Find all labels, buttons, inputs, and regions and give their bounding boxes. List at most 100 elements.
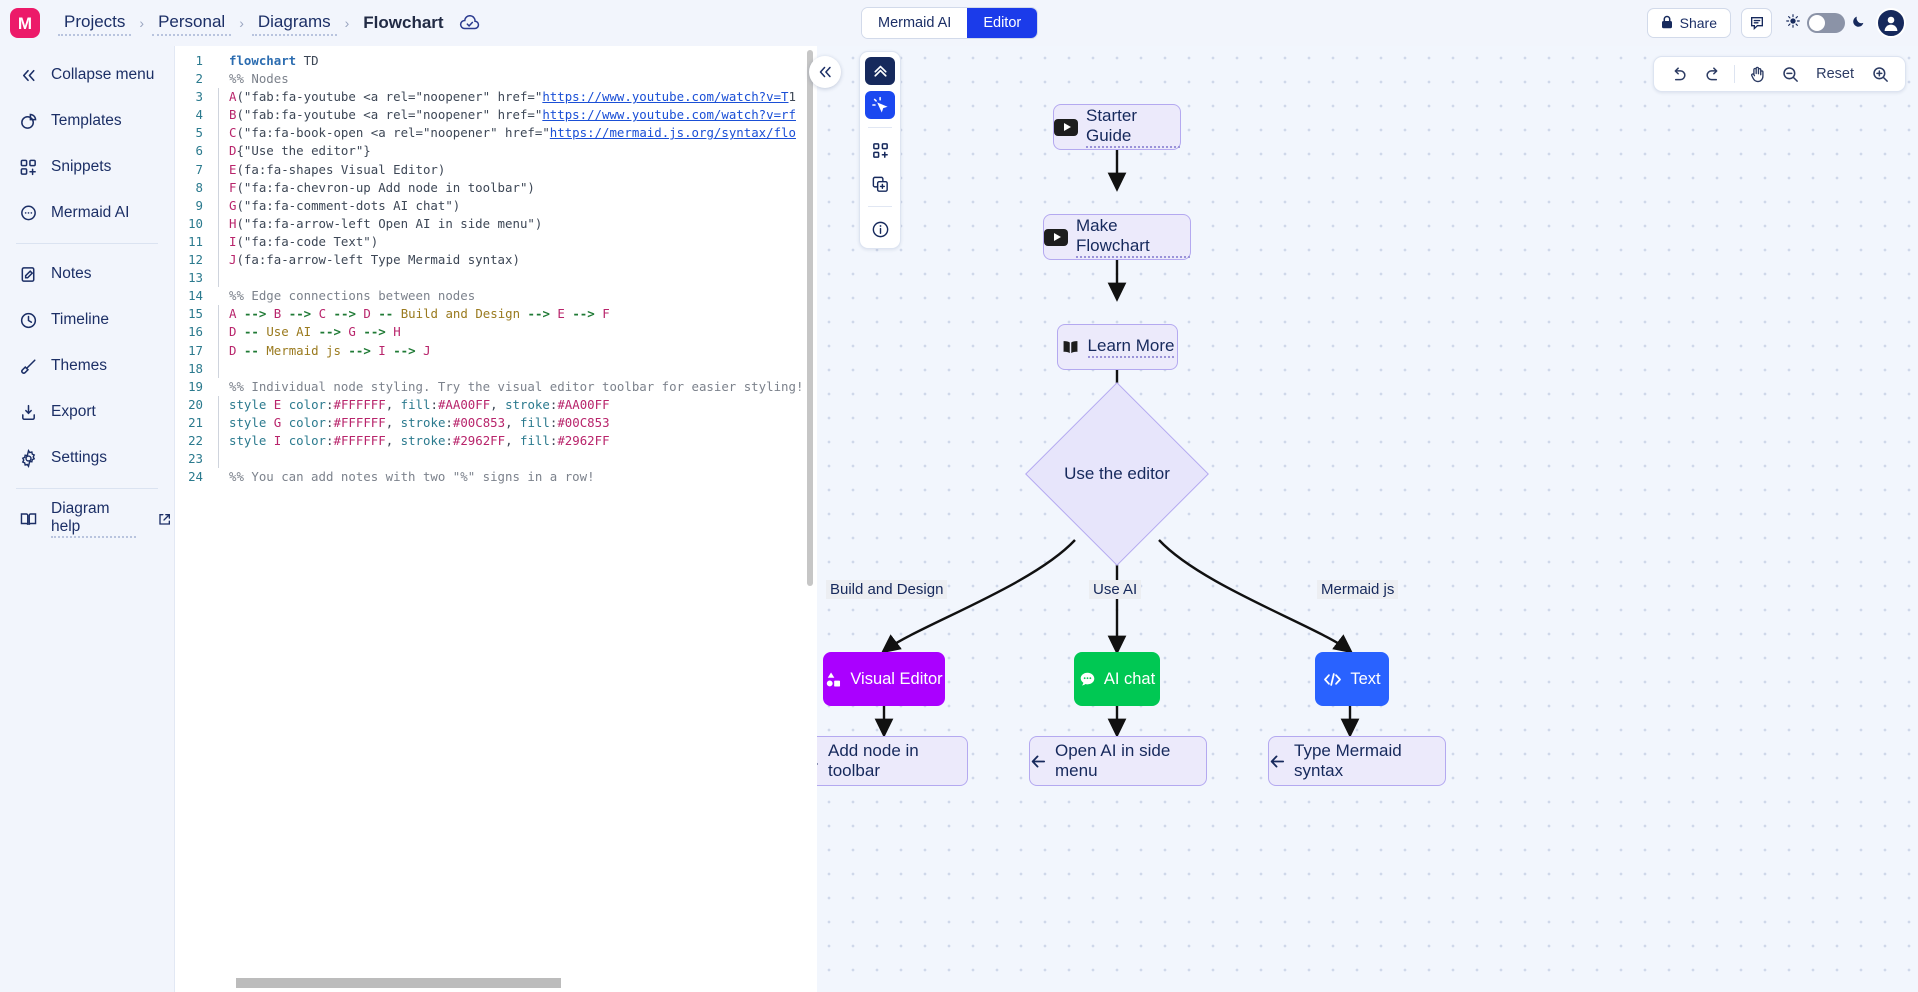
sidebar-item-snippets[interactable]: Snippets <box>0 144 174 190</box>
indent-guide <box>212 468 229 486</box>
sidebar-label: Settings <box>51 449 108 466</box>
code-line[interactable]: 23 <box>176 450 816 469</box>
code-text: style I color:#FFFFFF, stroke:#2962FF, f… <box>229 432 610 448</box>
zoom-reset-button[interactable]: Reset <box>1816 66 1854 82</box>
tab-mermaid-ai[interactable]: Mermaid AI <box>862 8 968 38</box>
edge-label-mermaid-js: Mermaid js <box>1317 580 1399 599</box>
code-text: A("fab:fa-youtube <a rel="noopener" href… <box>229 89 796 105</box>
code-line[interactable]: 14%% Edge connections between nodes <box>176 287 816 305</box>
line-number: 24 <box>188 469 203 485</box>
sidebar-item-timeline[interactable]: Timeline <box>0 297 174 343</box>
indent-guide <box>212 196 229 215</box>
toolbar-divider <box>868 127 892 128</box>
comment-icon[interactable] <box>1741 8 1772 38</box>
node-open-ai-in-side-menu[interactable]: Open AI in side menu <box>1029 736 1207 786</box>
arrow-left-icon <box>1030 753 1047 770</box>
line-number: 1 <box>195 53 203 68</box>
code-text: A --> B --> C --> D -- Build and Design … <box>229 306 610 322</box>
sidebar-item-themes[interactable]: Themes <box>0 343 174 389</box>
code-text: %% Nodes <box>229 71 289 87</box>
sidebar-item-notes[interactable]: Notes <box>0 251 174 297</box>
app-logo[interactable]: M <box>10 8 40 38</box>
sidebar-label: Themes <box>51 357 107 374</box>
code-text: B("fab:fa-youtube <a rel="noopener" href… <box>229 107 796 123</box>
indent-guide <box>212 251 229 270</box>
node-type-mermaid-syntax[interactable]: Type Mermaid syntax <box>1268 736 1446 786</box>
code-line[interactable]: 18 <box>176 359 816 378</box>
sidebar-item-mermaid-ai[interactable]: Mermaid AI <box>0 190 174 236</box>
node-starter-guide[interactable]: Starter Guide <box>1053 104 1181 150</box>
sidebar-item-export[interactable]: Export <box>0 389 174 435</box>
breadcrumb-diagrams[interactable]: Diagrams <box>251 10 337 36</box>
editor-horizontal-scrollbar[interactable] <box>236 978 561 988</box>
share-label: Share <box>1679 15 1717 31</box>
chevron-up-icon[interactable] <box>865 57 895 85</box>
sidebar-item-diagram-help[interactable]: Diagram help <box>0 496 174 542</box>
indent-guide <box>212 305 229 324</box>
arrow-left-icon <box>1269 753 1286 770</box>
redo-icon[interactable] <box>1697 60 1727 88</box>
node-add-node-in-toolbar[interactable]: Add node in toolbar <box>817 736 968 786</box>
info-icon[interactable] <box>865 215 895 243</box>
undo-icon[interactable] <box>1664 60 1694 88</box>
theme-toggle-group <box>1786 13 1866 33</box>
node-ai-chat[interactable]: AI chat <box>1074 652 1160 706</box>
node-visual-editor[interactable]: Visual Editor <box>823 652 945 706</box>
breadcrumb-projects[interactable]: Projects <box>58 10 132 36</box>
editor-collapse-handle[interactable] <box>809 56 841 88</box>
code-text: style E color:#FFFFFF, fill:#AA00FF, str… <box>229 396 610 412</box>
node-learn-more[interactable]: Learn More <box>1057 324 1178 370</box>
hand-pan-icon[interactable] <box>1742 60 1772 88</box>
dark-mode-switch[interactable] <box>1807 13 1845 33</box>
breadcrumb-personal[interactable]: Personal <box>152 10 232 36</box>
code-text: style G color:#FFFFFF, stroke:#00C853, f… <box>229 414 610 430</box>
node-text[interactable]: Text <box>1315 652 1389 706</box>
diagram-canvas[interactable]: Reset Starter Guide Make Flowcha <box>817 46 1918 992</box>
zoom-out-icon[interactable] <box>1775 60 1805 88</box>
snippets-add-icon[interactable] <box>865 136 895 164</box>
sidebar-item-templates[interactable]: Templates <box>0 98 174 144</box>
user-avatar-icon[interactable] <box>1876 8 1906 38</box>
moon-icon <box>1852 14 1866 33</box>
code-line[interactable]: 13 <box>176 269 816 288</box>
code-line[interactable]: 19%% Individual node styling. Try the vi… <box>176 378 816 396</box>
node-use-the-editor[interactable] <box>1025 382 1209 566</box>
indent-guide <box>212 359 229 378</box>
code-line[interactable]: 24 %% You can add notes with two "%" sign… <box>176 468 816 486</box>
node-label: Type Mermaid syntax <box>1294 741 1402 780</box>
sidebar-item-collapse-menu[interactable]: Collapse menu <box>0 52 174 98</box>
code-line[interactable]: 2%% Nodes <box>176 70 816 88</box>
share-button[interactable]: Share <box>1646 8 1731 38</box>
cursor-click-icon[interactable] <box>865 91 895 119</box>
zoom-in-icon[interactable] <box>1865 60 1895 88</box>
line-number: 10 <box>188 215 203 231</box>
code-text: %% You can add notes with two "%" signs … <box>229 469 595 485</box>
line-number: 17 <box>188 342 203 358</box>
code-text: %% Edge connections between nodes <box>229 288 476 304</box>
line-number: 7 <box>195 161 203 177</box>
duplicate-add-icon[interactable] <box>865 170 895 198</box>
sidebar-item-settings[interactable]: Settings <box>0 435 174 481</box>
tab-editor[interactable]: Editor <box>967 8 1038 38</box>
editor-vertical-scrollbar[interactable] <box>807 50 813 586</box>
node-make-flowchart[interactable]: Make Flowchart <box>1043 214 1191 260</box>
